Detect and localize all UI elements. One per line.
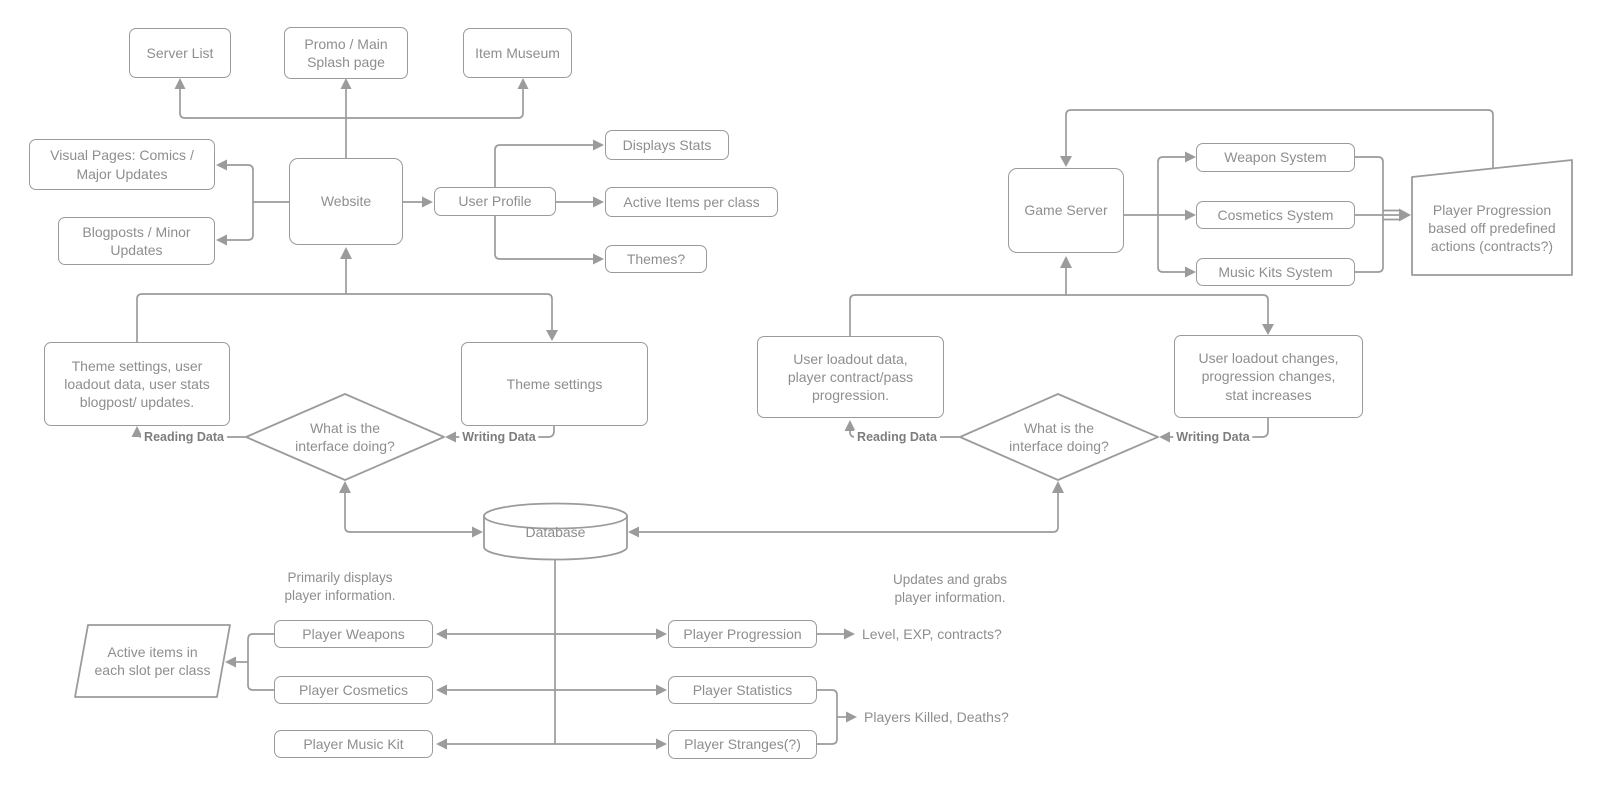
node-blogposts-label: Blogposts / Minor Updates [82, 223, 191, 258]
node-user-loadout-data[interactable]: User loadout data, player contract/pass … [757, 336, 944, 418]
node-themes-label: Themes? [626, 250, 686, 267]
node-music-kits-system[interactable]: Music Kits System [1196, 258, 1355, 286]
decision-diamond-right-label: What is the interface doing? [1009, 419, 1109, 454]
node-player-cosmetics-label: Player Cosmetics [299, 681, 408, 698]
node-player-cosmetics[interactable]: Player Cosmetics [274, 676, 433, 704]
database-cylinder[interactable] [483, 502, 628, 561]
edge-label-reading-data-right: Reading Data [854, 430, 940, 444]
node-cosmetics-system[interactable]: Cosmetics System [1196, 201, 1355, 229]
node-promo-splash-label: Promo / Main Splash page [304, 35, 388, 70]
annotation-updates-grabs: Updates and grabs player information. [892, 571, 1008, 605]
node-player-statistics[interactable]: Player Statistics [668, 676, 817, 704]
edge-label-reading-data-left: Reading Data [141, 430, 227, 444]
node-user-loadout-changes-label: User loadout changes, progression change… [1198, 350, 1339, 403]
decision-diamond-left[interactable] [245, 393, 445, 481]
decision-diamond-left-label: What is the interface doing? [295, 419, 395, 454]
node-weapon-system-label: Weapon System [1224, 149, 1327, 166]
node-player-statistics-label: Player Statistics [692, 681, 793, 698]
node-music-kits-system-label: Music Kits System [1218, 263, 1333, 280]
player-progression-shape[interactable] [1411, 159, 1573, 276]
node-item-museum[interactable]: Item Museum [463, 28, 572, 78]
node-weapon-system[interactable]: Weapon System [1196, 143, 1355, 172]
node-displays-stats[interactable]: Displays Stats [605, 130, 729, 160]
node-user-loadout-changes[interactable]: User loadout changes, progression change… [1174, 335, 1363, 418]
node-website-label: Website [320, 193, 372, 210]
node-website[interactable]: Website [289, 158, 403, 245]
node-server-list[interactable]: Server List [129, 28, 231, 78]
node-active-items-per-class[interactable]: Active Items per class [605, 187, 778, 217]
node-user-profile[interactable]: User Profile [434, 187, 556, 216]
node-user-loadout-data-label: User loadout data, player contract/pass … [787, 350, 914, 404]
node-player-music-kit[interactable]: Player Music Kit [274, 730, 433, 758]
node-theme-settings-label: Theme settings [506, 375, 603, 392]
node-player-stranges[interactable]: Player Stranges(?) [668, 730, 817, 759]
node-theme-settings[interactable]: Theme settings [461, 342, 648, 426]
node-displays-stats-label: Displays Stats [622, 136, 712, 153]
node-server-list-label: Server List [146, 44, 214, 61]
edge-label-writing-data-left: Writing Data [459, 430, 539, 444]
node-player-progression[interactable]: Player Progression [668, 620, 817, 648]
node-player-music-kit-label: Player Music Kit [303, 735, 404, 752]
annotation-players-killed: Players Killed, Deaths? [864, 708, 1009, 725]
player-progression-shape-label: Player Progression based off predefined … [1428, 201, 1556, 255]
database-label: Database [525, 523, 586, 540]
node-themes[interactable]: Themes? [605, 245, 707, 273]
node-theme-data[interactable]: Theme settings, user loadout data, user … [44, 342, 230, 426]
decision-diamond-right[interactable] [959, 393, 1159, 481]
node-active-items-per-class-label: Active Items per class [623, 193, 760, 210]
edge-label-writing-data-right: Writing Data [1173, 430, 1253, 444]
annotation-level-exp: Level, EXP, contracts? [862, 625, 1002, 642]
node-item-museum-label: Item Museum [475, 44, 560, 61]
node-player-weapons[interactable]: Player Weapons [274, 620, 433, 648]
node-player-weapons-label: Player Weapons [302, 625, 405, 642]
node-player-stranges-label: Player Stranges(?) [684, 736, 801, 753]
node-user-profile-label: User Profile [458, 193, 532, 210]
active-items-parallelogram[interactable] [74, 624, 231, 698]
node-cosmetics-system-label: Cosmetics System [1217, 206, 1334, 223]
node-promo-splash[interactable]: Promo / Main Splash page [284, 27, 408, 79]
node-player-progression-label: Player Progression [683, 625, 802, 642]
node-theme-data-label: Theme settings, user loadout data, user … [64, 357, 210, 411]
node-game-server[interactable]: Game Server [1008, 168, 1124, 253]
node-visual-pages[interactable]: Visual Pages: Comics / Major Updates [29, 139, 215, 190]
node-game-server-label: Game Server [1024, 202, 1108, 219]
node-blogposts[interactable]: Blogposts / Minor Updates [58, 217, 215, 265]
annotation-primarily-displays: Primarily displays player information. [284, 569, 396, 603]
active-items-parallelogram-label: Active items in each slot per class [94, 643, 211, 678]
node-visual-pages-label: Visual Pages: Comics / Major Updates [50, 147, 194, 182]
